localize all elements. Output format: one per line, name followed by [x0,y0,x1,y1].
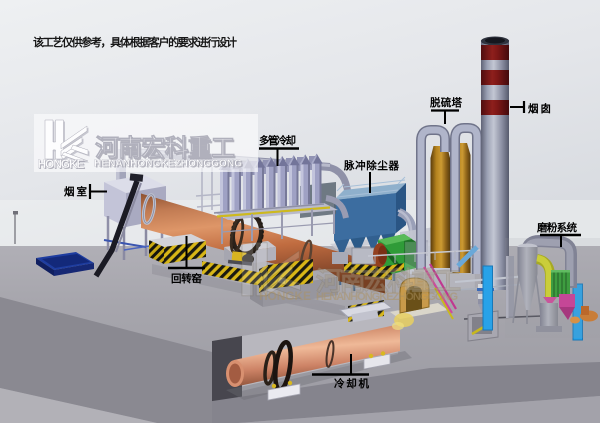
svg-text:HONGKE: HONGKE [39,158,86,172]
svg-text:磨粉系统: 磨粉系统 [536,221,578,234]
svg-text:脱硫塔: 脱硫塔 [430,96,463,109]
svg-text:烟室: 烟室 [64,185,88,198]
svg-text:回转窑: 回转窑 [171,272,203,285]
svg-text:脉冲除尘器: 脉冲除尘器 [343,159,400,172]
svg-text:HONGKE: HONGKE [259,289,311,303]
svg-text:HENANHONGKEZHONGGONG: HENANHONGKEZHONGGONG [95,160,243,171]
svg-text:河南宏科重工: 河南宏科重工 [96,135,236,163]
svg-text:多管冷却: 多管冷却 [259,134,296,147]
svg-text:HENANHONGKEZHONGGONG: HENANHONGKEZHONGGONG [94,159,242,170]
svg-text:河南宏科重工: 河南宏科重工 [316,266,461,296]
svg-text:该工艺仅供参考，具体根据客户的要求进行设计: 该工艺仅供参考，具体根据客户的要求进行设计 [33,35,237,49]
svg-text:HENANHONGKEZHONGGONG: HENANHONGKEZHONGGONG [316,291,458,303]
svg-text:冷却机: 冷却机 [334,377,370,390]
svg-text:HONGKE: HONGKE [38,157,85,171]
svg-text:河南宏科重工: 河南宏科重工 [95,134,235,162]
